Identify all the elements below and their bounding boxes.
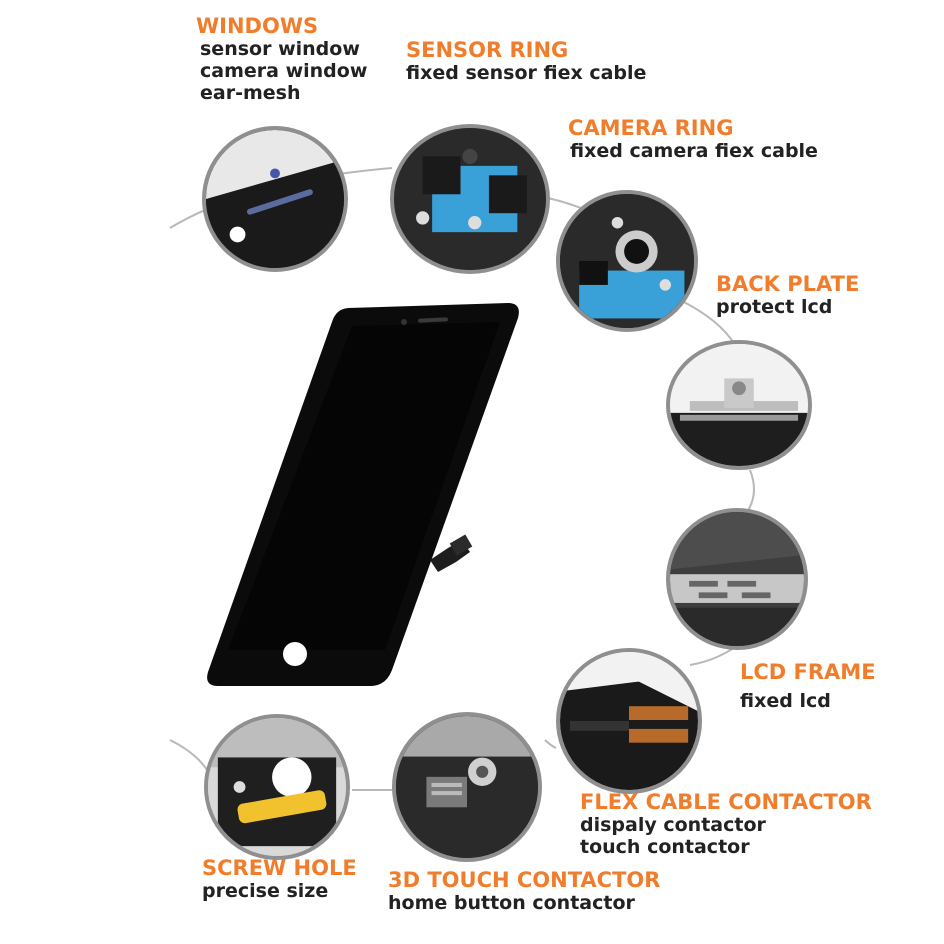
callout-line: sensor window — [200, 38, 360, 60]
callout-line: protect lcd — [716, 296, 833, 318]
circle-back-plate — [666, 340, 812, 470]
flex-cable-closeup-icon — [560, 652, 698, 790]
circle-touch-contactor — [392, 712, 542, 862]
callout-title: WINDOWS — [196, 14, 319, 38]
callout-screw-hole: SCREW HOLE precise size — [202, 856, 357, 902]
circle-flex-cable — [556, 648, 702, 794]
callout-line: home button contactor — [388, 892, 635, 914]
circle-lcd-frame — [666, 508, 808, 650]
callout-touch-contactor: 3D TOUCH CONTACTOR home button contactor — [388, 868, 660, 914]
front-camera — [401, 319, 407, 325]
phone-screen — [228, 322, 500, 650]
callout-line: dispaly contactor — [580, 814, 766, 836]
callout-lcd-frame: LCD FRAME fixed lcd — [740, 660, 876, 712]
callout-line: ear-mesh — [200, 82, 301, 104]
sensor-ring-closeup-icon — [394, 128, 546, 270]
callout-line: fixed sensor fiex cable — [406, 62, 647, 84]
circle-windows — [202, 126, 348, 272]
callout-title: SCREW HOLE — [202, 856, 357, 880]
callout-title: BACK PLATE — [716, 272, 860, 296]
touch-contactor-closeup-icon — [396, 716, 538, 858]
screw-hole-closeup-icon — [208, 718, 346, 856]
earpiece-closeup-icon — [206, 130, 344, 268]
callout-line: precise size — [202, 880, 329, 902]
callout-line: fixed lcd — [740, 690, 831, 712]
callout-title: CAMERA RING — [568, 116, 734, 140]
earpiece — [418, 317, 448, 323]
callout-back-plate: BACK PLATE protect lcd — [716, 272, 859, 318]
callout-sensor-ring: SENSOR RING fixed sensor fiex cable — [406, 38, 646, 84]
back-plate-closeup-icon — [670, 344, 808, 466]
callout-title: 3D TOUCH CONTACTOR — [388, 868, 661, 892]
callout-line: touch contactor — [580, 836, 750, 858]
callout-title: SENSOR RING — [406, 38, 569, 62]
circle-screw-hole — [204, 714, 350, 860]
callout-line: camera window — [200, 60, 368, 82]
home-button-hole — [283, 642, 307, 666]
camera-ring-closeup-icon — [560, 194, 694, 328]
callout-title: FLEX CABLE CONTACTOR — [580, 790, 872, 814]
circle-sensor-ring — [390, 124, 550, 274]
callout-camera-ring: CAMERA RING fixed camera fiex cable — [568, 116, 818, 162]
circle-camera-ring — [556, 190, 698, 332]
lcd-frame-closeup-icon — [670, 512, 804, 646]
callout-title: LCD FRAME — [740, 660, 876, 684]
callout-line: fixed camera fiex cable — [570, 140, 818, 162]
callout-flex-cable: FLEX CABLE CONTACTOR dispaly contactor t… — [580, 790, 872, 858]
callout-windows: WINDOWS sensor window camera window ear-… — [196, 14, 367, 104]
